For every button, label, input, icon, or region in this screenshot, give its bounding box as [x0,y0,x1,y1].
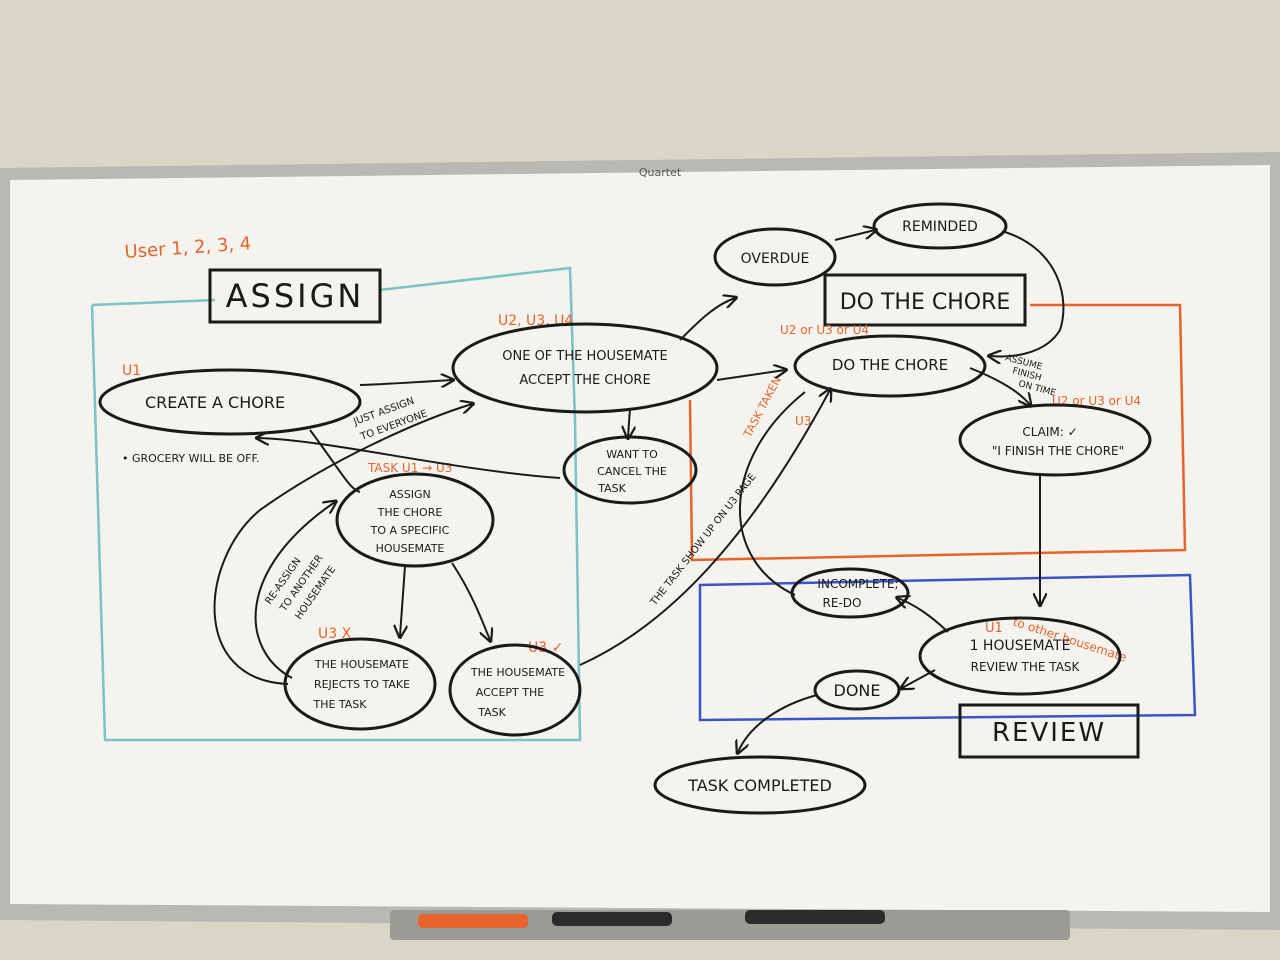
u3-accept-label: U3 ✓ [528,640,563,656]
arrow-assign-to-rejects [400,565,405,636]
review-task-line1: 1 HOUSEMATE [970,638,1071,654]
review-title-box [958,703,1140,759]
accept-task-line2: ACCEPT THE [476,686,544,699]
arrow-accept-to-cancel [628,407,630,437]
review-task-line2: REVIEW THE TASK [971,660,1081,674]
black-marker [552,912,672,926]
create-chore-node [98,368,362,436]
review-task-node [918,616,1122,696]
assign-specific-node [335,472,495,568]
arrow-review-to-incomplete [898,598,949,633]
overdue-node [713,227,837,287]
assign-specific-line2: THE CHORE [377,506,443,519]
assign-title-box [208,268,382,324]
black-marker-2 [745,910,885,924]
u1-create-label: U1 [122,363,141,379]
claim-node [958,403,1152,477]
rejects-line3: THE TASK [312,698,367,711]
claim-line2: "I FINISH THE CHORE" [992,444,1124,458]
arrow-create-to-accept [359,380,452,385]
board-surface [10,165,1270,912]
review-region-outline [698,573,1197,722]
assign-specific-line3: TO A SPECIFIC [370,524,450,537]
accept-task-line1: THE HOUSEMATE [470,666,565,679]
assign-region-outline [90,304,582,742]
task-u1-u3-label: TASK U1 → U3 [367,461,452,475]
cancel-line3: TASK [597,482,626,495]
incomplete-line2: RE-DO [823,596,862,610]
do-chore-users-label: U2 or U3 or U4 [780,323,869,337]
task-taken-u3-label: U3 [795,414,811,428]
reminded-text: REMINDED [902,219,978,235]
arrow-accepttask-to-dochore [579,390,830,666]
arrow-reminded-to-dochore [990,231,1065,357]
arrow-accept-to-overdue [679,298,735,341]
review-users-label: U1 [985,621,1003,636]
orange-marker [418,914,528,928]
arrow-cancel-to-create [258,438,561,479]
incomplete-line1: INCOMPLETE; [817,577,898,591]
assign-title: ASSIGN [226,277,365,315]
arrow-done-to-completed [738,694,818,752]
grocery-note: • GROCERY WILL BE OFF. [122,452,260,465]
assign-specific-line1: ASSIGN [389,488,431,501]
brand-logo: Quartet [639,166,682,179]
arrow-review-to-done [902,669,936,688]
accept-task-line3: TASK [477,706,506,719]
do-chore-text: DO THE CHORE [832,356,948,374]
cancel-line1: WANT TO [606,448,658,461]
arrow-assign-to-accepttask [451,562,490,640]
housemate-accept-node [451,322,719,414]
rejects-line2: REJECTS TO TAKE [314,678,410,691]
accept-task-node [448,643,582,737]
done-text: DONE [834,681,881,700]
arrow-overdue-to-reminded [834,230,875,241]
do-chore-title: DO THE CHORE [840,290,1011,315]
cancel-line2: CANCEL THE [597,465,667,478]
arrow-accept-to-dochore [716,370,785,381]
do-chore-title-box [823,273,1027,327]
arrow-reassign [254,502,335,679]
arrow-dochore-to-claim [969,367,1030,405]
assign-region-top [91,266,577,421]
create-chore-text: CREATE A CHORE [145,393,285,412]
claim-line1: CLAIM: ✓ [1022,425,1077,439]
do-chore-region-outline [688,303,1187,562]
do-chore-node [793,334,987,398]
rejects-line1: THE HOUSEMATE [314,658,409,671]
task-completed-node [653,755,867,815]
u3-reject-label: U3 X [318,626,352,642]
overdue-text: OVERDUE [741,251,810,267]
arrow-incomplete-to-dochore [739,391,806,596]
arrow-rejects-to-accept [213,404,472,685]
housemate-accept-line1: ONE OF THE HOUSEMATE [502,349,667,364]
task-completed-text: TASK COMPLETED [687,776,832,795]
housemate-accept-line2: ACCEPT THE CHORE [519,373,650,388]
assign-specific-line4: HOUSEMATE [376,542,445,555]
review-title: REVIEW [992,718,1106,748]
arrow-create-to-assign [309,429,361,493]
